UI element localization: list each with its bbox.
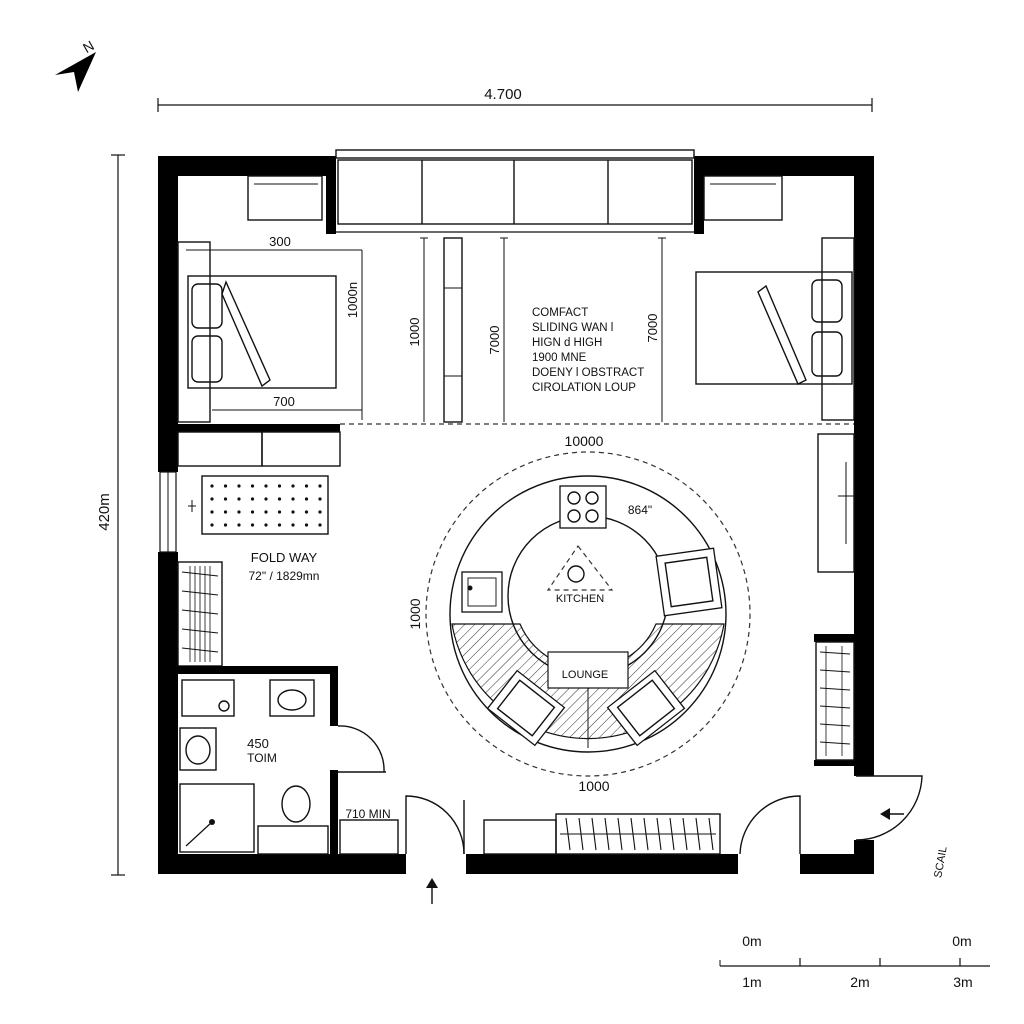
exterior-walls [158,156,874,874]
lounge-label: LOUNGE [562,669,608,681]
bottom-cabinet [483,819,557,855]
right-side-door[interactable] [855,775,923,841]
right-bed [695,237,855,421]
bed-left-length-label: 1000n [345,282,360,318]
note-line-2: SLIDING WAN l [532,322,613,334]
fold-way-label: FOLD WAY [251,550,318,565]
wall-height-left-label: 1000 [407,318,422,347]
armchair-right [655,547,723,617]
scale-tick-2m: 2m [850,974,869,990]
left-window [159,471,177,553]
scale-top-left-label: 0m [742,933,761,949]
stove-note-label: 864" [628,503,652,517]
bed-left-width-label: 300 [269,234,291,249]
circle-top-label: 10000 [565,433,604,449]
fold-way-size-label: 72" / 1829mn [249,569,320,583]
scale-tick-1m: 1m [742,974,761,990]
kitchen-label: KITCHEN [556,593,604,605]
armchair-bottom-right [606,669,686,747]
corridor-min-label: 710 MIN [345,807,390,821]
toilet-label: TOIM [247,751,277,765]
sliding-wall-panel [443,237,463,423]
work-triangle-icon [546,544,614,591]
circle-left-label: 1000 [407,598,423,629]
scale-top-right-label: 0m [952,933,971,949]
kitchen-sink-icon [461,571,503,613]
wall-height-mid-label: 7000 [487,326,502,355]
bed-left-depth-label: 700 [273,394,295,409]
lounge-table [547,651,629,689]
bottom-right-door[interactable] [739,795,801,855]
sliding-wall-note: COMFACT SLIDING WAN l HIGN d HIGH 1900 M… [532,307,644,394]
upper-height-dimensions: 1000 7000 7000 [407,237,666,422]
overall-height-label: 420m [96,493,113,531]
overall-width-label: 4.700 [484,86,522,103]
right-storage-rack [814,634,855,766]
north-arrow-icon: N [55,37,97,92]
note-line-1: COMFACT [532,307,588,319]
overall-height-dimension: 420m [96,154,125,876]
top-wardrobe [335,149,695,233]
side-entrance-arrow-icon [880,808,904,820]
left-bed [177,241,337,423]
bath-size-label: 450 [247,736,269,751]
left-bed-dimensions: 300 1000n 700 [186,234,363,420]
note-line-3: HIGN d HIGH [532,337,602,349]
note-line-5: DOENY l OBSTRACT [532,367,644,379]
left-partition [177,424,341,467]
fold-way-mat [188,475,329,535]
right-desk [703,175,783,221]
right-desk-unit [817,433,855,573]
entrance-door[interactable] [405,795,465,855]
scale-bar: 0m 0m 1m 2m 3m [719,933,990,990]
corner-scale-label: SCAIL [932,845,949,878]
circle-bottom-label: 1000 [578,778,609,794]
entrance-arrow-icon [426,878,438,904]
bottom-storage-rack [555,813,721,855]
left-storage-rack [177,561,223,667]
wall-height-right-label: 7000 [645,314,660,343]
scale-tick-3m: 3m [953,974,972,990]
stove-icon [559,485,607,529]
corridor-box [339,819,399,855]
left-desk [247,175,323,221]
note-line-4: 1900 MNE [532,352,587,364]
overall-width-dimension: 4.700 [157,86,873,112]
note-line-6: CIROLATION LOUP [532,382,636,394]
bathroom [178,666,386,856]
armchair-bottom-left [486,669,566,747]
